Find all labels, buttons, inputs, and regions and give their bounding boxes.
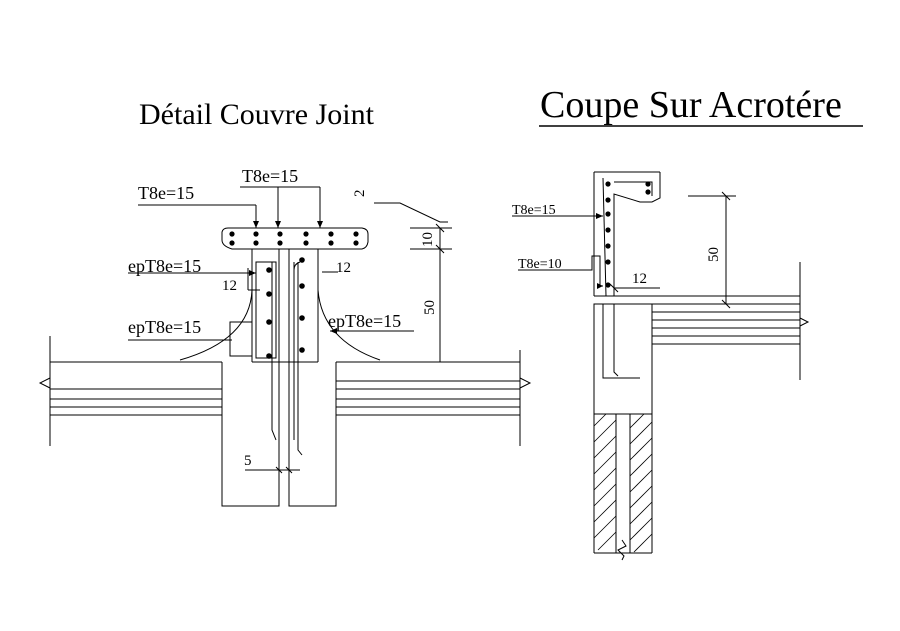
label-t8-left: T8e=15: [138, 183, 194, 203]
label-t8-15: T8e=15: [512, 203, 556, 218]
roof-slab: [594, 262, 810, 380]
dim-50-right: 50: [706, 247, 722, 262]
left-bracket: [229, 321, 253, 357]
acrotere-right-face: [613, 172, 661, 296]
wall-hatching: [593, 413, 653, 553]
acrotere-section: T8e=15 T8e=10 50 12: [512, 171, 810, 561]
stem-rebar-dots: [266, 257, 305, 359]
cover-cap: [221, 227, 369, 250]
dim-5: 5: [244, 453, 252, 469]
dim-10: 10: [420, 232, 436, 247]
cap-stems: [251, 249, 319, 363]
dim-50-left: 50: [422, 300, 438, 315]
label-t8-10: T8e=10: [518, 257, 562, 272]
right-slab: [336, 350, 532, 446]
label-ep-right: epT8e=15: [328, 311, 401, 331]
left-title: Détail Couvre Joint: [139, 98, 375, 131]
label-ep-top: epT8e=15: [128, 256, 201, 276]
left-slab: [38, 336, 222, 446]
left-stirrup: [255, 261, 277, 359]
dim-2: 2: [352, 190, 368, 198]
dim-12-acrotere: 12: [632, 271, 647, 287]
dimension-lines: [245, 202, 452, 475]
column-below: [593, 414, 653, 561]
dim-12-left: 12: [222, 278, 237, 294]
label-leaders: [128, 186, 414, 341]
right-bar: [293, 262, 303, 456]
label-t8-top: T8e=15: [242, 166, 298, 186]
acrotere-rebar-dots: [605, 181, 651, 288]
acrotere-leaders: [512, 213, 603, 289]
left-bar: [271, 262, 277, 441]
right-wall: [288, 362, 337, 507]
couvre-joint-detail: T8e=15 T8e=15 epT8e=15 epT8e=15 epT8e=15…: [38, 166, 532, 507]
cap-rebar-dots: [229, 231, 359, 246]
ring-beam: [593, 303, 653, 415]
dim-12-right: 12: [336, 260, 351, 276]
label-ep-bottom: epT8e=15: [128, 317, 201, 337]
left-wall: [221, 362, 280, 507]
acrotere-dimensions: [609, 191, 736, 309]
right-title: Coupe Sur Acrotére: [540, 84, 842, 126]
